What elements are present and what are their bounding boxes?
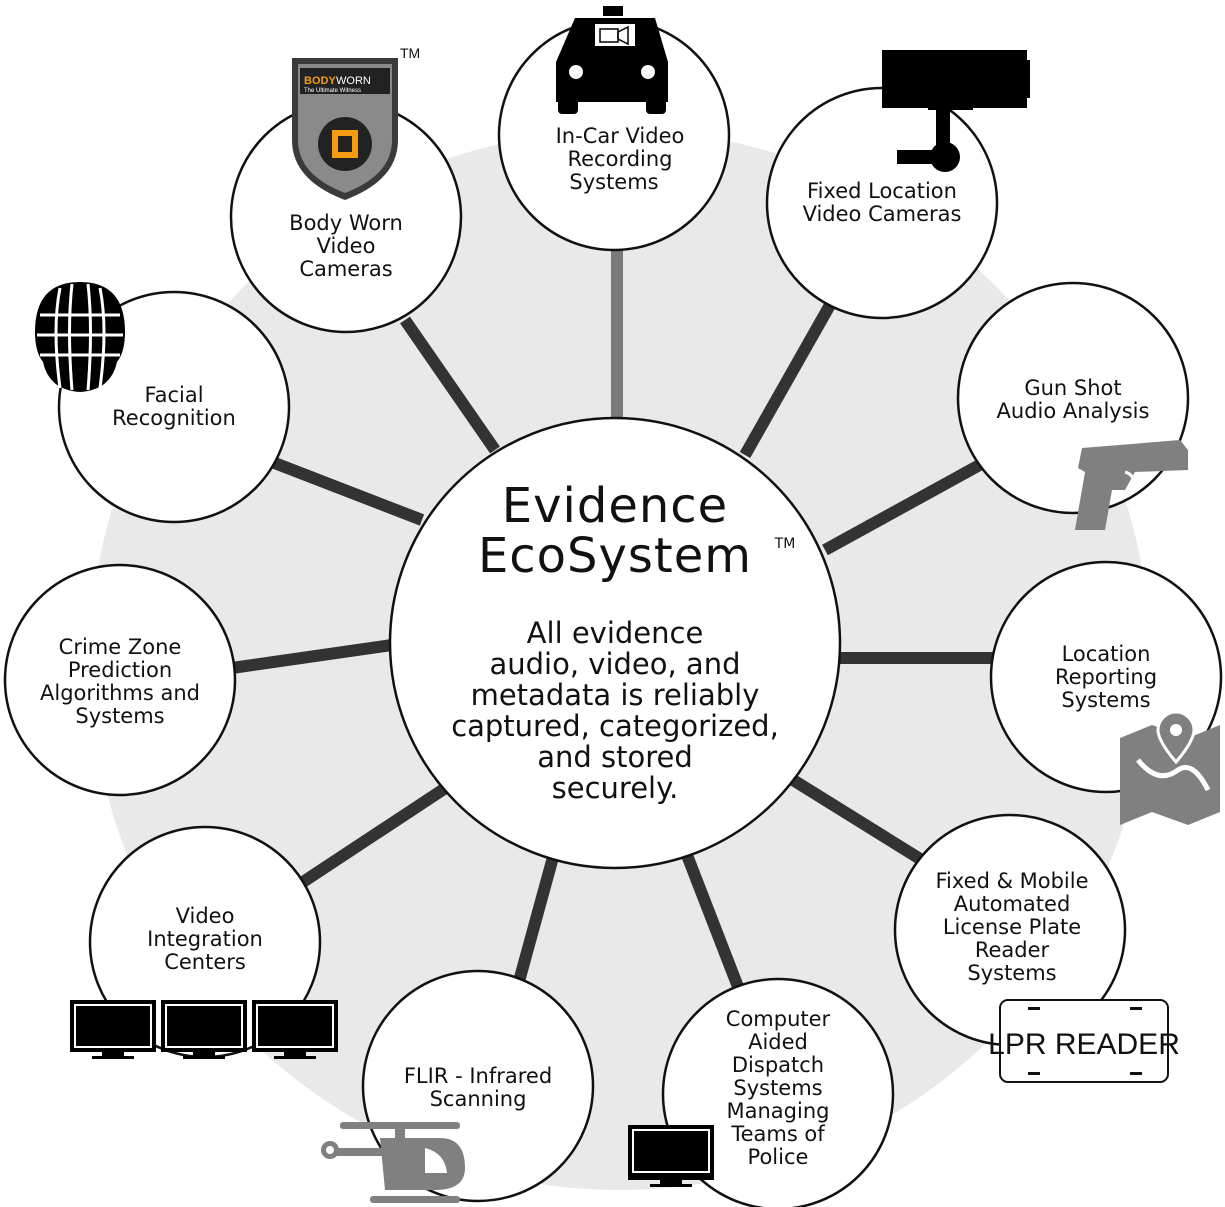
spoke-body-worn-cameras	[400, 316, 500, 454]
hub-body-line: All evidence	[527, 616, 704, 650]
node-circles	[3, 18, 1223, 1207]
node-crime-zone-prediction	[3, 563, 237, 797]
monitor-icon	[628, 1125, 714, 1187]
node-label-line: Systems	[1061, 688, 1150, 712]
spoke-license-plate-reader	[781, 769, 929, 868]
node-label-line: Audio Analysis	[997, 399, 1150, 423]
hub-body-line: securely.	[552, 771, 679, 805]
node-label-line: Systems	[75, 704, 164, 728]
hub-title-line2: EcoSystem	[478, 528, 752, 584]
node-label-line: Reader	[975, 938, 1050, 962]
node-label-line: Location	[1062, 642, 1151, 666]
node-labels: In-Car Video Recording Systems Fixed Loc…	[40, 124, 1157, 1169]
node-label-line: Reporting	[1055, 665, 1157, 689]
bodyworn-badge-icon: BODY WORN The Ultimate Witness TM	[292, 45, 420, 200]
node-label-line: Fixed & Mobile	[935, 869, 1088, 893]
spokes	[231, 250, 1000, 995]
node-label-line: Police	[748, 1145, 809, 1169]
node-label-line: Facial	[144, 383, 203, 407]
node-label-line: Teams of	[730, 1122, 825, 1146]
spoke-facial-recognition	[269, 456, 425, 526]
monitors-icon	[70, 1000, 338, 1059]
node-label-line: Dispatch	[732, 1053, 824, 1077]
node-label-line: Integration	[147, 927, 263, 951]
spoke-video-integration	[299, 779, 454, 888]
node-label-line: Computer	[726, 1007, 831, 1031]
node-label-line: Managing	[727, 1099, 830, 1123]
node-label-line: Aided	[748, 1030, 808, 1054]
node-label-line: Video Cameras	[803, 202, 962, 226]
spoke-crime-zone-prediction	[231, 639, 393, 674]
node-label-line: Body Worn	[289, 211, 403, 235]
face-scan-icon	[35, 282, 125, 392]
pistol-icon	[1075, 440, 1188, 530]
spoke-computer-aided-dispatch	[679, 847, 746, 995]
spoke-gun-shot-audio	[822, 456, 988, 556]
helicopter-icon	[321, 1122, 465, 1203]
police-car-icon	[556, 6, 668, 114]
spoke-flir-infrared	[512, 848, 561, 987]
node-label-line: Video	[317, 234, 376, 258]
node-label-line: Centers	[164, 950, 246, 974]
node-label-line: Recording	[567, 147, 672, 171]
node-label-line: Scanning	[430, 1087, 527, 1111]
node-label-line: Automated	[954, 892, 1071, 916]
map-pin-icon	[1120, 710, 1220, 825]
hub-body-line: audio, video, and	[489, 647, 740, 681]
plate-text: LPR READER	[988, 1028, 1180, 1061]
hub-body-line: captured, categorized,	[451, 709, 779, 743]
node-label-line: Systems	[569, 170, 658, 194]
node-label-line: Prediction	[68, 658, 172, 682]
node-label-line: Systems	[733, 1076, 822, 1100]
badge-trademark: TM	[400, 45, 420, 61]
node-label-line: Systems	[967, 961, 1056, 985]
badge-tagline: The Ultimate Witness	[304, 88, 361, 94]
node-label-line: FLIR - Infrared	[404, 1064, 552, 1088]
hub-circle	[388, 416, 842, 870]
license-plate-icon: LPR READER	[988, 999, 1180, 1083]
hub-body-line: metadata is reliably	[471, 678, 760, 712]
badge-brand-light: WORN	[336, 75, 371, 87]
node-label-line: Video	[176, 904, 235, 928]
node-label-line: Gun Shot	[1024, 376, 1121, 400]
node-label-line: In-Car Video	[556, 124, 685, 148]
hub-trademark: TM	[774, 536, 796, 552]
node-computer-aided-dispatch	[661, 977, 895, 1207]
node-label-line: Algorithms and	[40, 681, 200, 705]
hub-body-line: and stored	[537, 740, 693, 774]
node-label-line: Fixed Location	[807, 179, 957, 203]
badge-brand-bold: BODY	[304, 75, 336, 87]
node-label-line: License Plate	[943, 915, 1081, 939]
node-label-line: Crime Zone	[59, 635, 182, 659]
node-label-line: Cameras	[299, 257, 392, 281]
hub-title-line1: Evidence	[502, 478, 728, 534]
node-label-line: Recognition	[112, 406, 236, 430]
security-camera-icon	[882, 50, 1030, 172]
spoke-fixed-location-cameras	[739, 302, 836, 458]
